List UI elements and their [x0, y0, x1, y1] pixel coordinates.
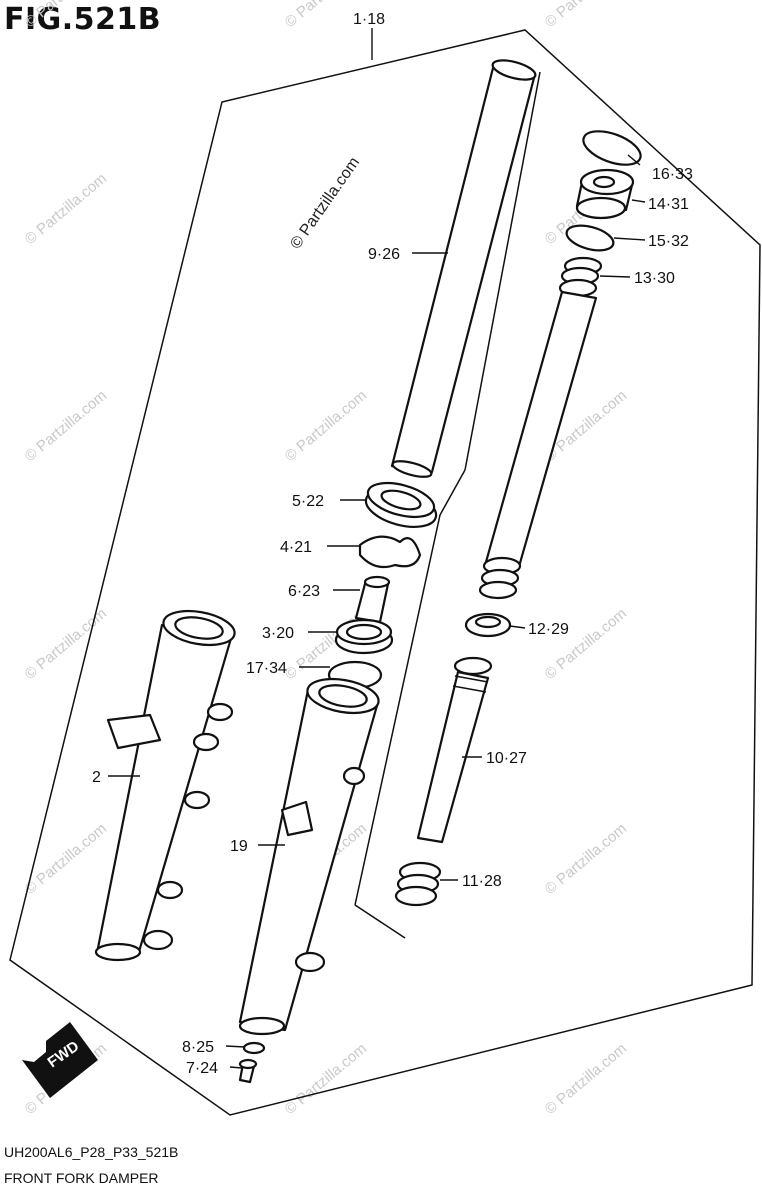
damper-bracket-line-lower: [354, 904, 406, 939]
callout-5-22: 5·22: [292, 493, 324, 510]
watermark-text: © Partzilla.com: [542, 605, 630, 683]
callout-labels: 1·18 16·33 14·31 15·32 13·30 9·26 5·22 4…: [92, 11, 693, 1077]
callout-15-32: 15·32: [648, 233, 689, 250]
part-top-spring[interactable]: [558, 256, 603, 298]
callout-13-30: 13·30: [634, 270, 675, 287]
part-damper-rod[interactable]: [416, 656, 493, 844]
callout-7-24: 7·24: [186, 1060, 218, 1077]
callout-2: 2: [92, 769, 101, 786]
diagram-name: FRONT FORK DAMPER: [4, 1170, 159, 1186]
watermark-text: © Partzilla.com: [542, 0, 630, 31]
watermark-text: © Partzilla.com: [22, 0, 110, 31]
watermark-text: © Partzilla.com: [542, 1040, 630, 1118]
watermark-text: © Partzilla.com: [282, 387, 370, 465]
callout-6-23: 6·23: [288, 583, 320, 600]
part-o-ring[interactable]: [564, 221, 616, 255]
part-bolt[interactable]: [238, 1058, 258, 1084]
part-outer-tube-right[interactable]: [238, 674, 381, 1036]
part-fork-spring-coils[interactable]: [478, 556, 522, 600]
callout-10-27: 10·27: [486, 750, 527, 767]
watermark-text: © Partzilla.com: [22, 387, 110, 465]
part-rebound-spring[interactable]: [394, 861, 442, 907]
watermark-text: © Partzilla.com: [542, 820, 630, 898]
callout-4-21: 4·21: [280, 539, 312, 556]
part-slide-bushing[interactable]: [334, 618, 394, 655]
part-gasket[interactable]: [242, 1041, 266, 1055]
fwd-arrow-icon: FWD: [22, 1022, 98, 1098]
watermark-text: © Partzilla.com: [282, 1040, 370, 1118]
part-bushing[interactable]: [354, 575, 391, 624]
watermark-text: © Partzilla.com: [22, 170, 110, 248]
part-seat-ring[interactable]: [464, 612, 512, 638]
callout-11-28: 11·28: [462, 873, 502, 890]
leader-lines: [108, 28, 646, 1069]
part-oil-seal[interactable]: [362, 477, 440, 534]
callout-1-18: 1·18: [353, 11, 385, 28]
part-cap[interactable]: [575, 168, 635, 220]
callout-14-31: 14·31: [648, 196, 689, 213]
diagram-code: UH200AL6_P28_P33_521B: [4, 1144, 179, 1160]
callout-8-25: 8·25: [182, 1039, 214, 1056]
part-inner-tube[interactable]: [390, 57, 537, 480]
callout-9-26: 9·26: [368, 246, 400, 263]
figure-title: FIG.521B: [4, 2, 162, 37]
part-outer-tube-left[interactable]: [94, 606, 237, 962]
callout-3-20: 3·20: [262, 625, 294, 642]
part-stopper-ring[interactable]: [358, 535, 422, 569]
callout-12-29: 12·29: [528, 621, 569, 638]
watermark-text: © Partzilla.com: [22, 605, 110, 683]
part-snap-ring[interactable]: [579, 125, 645, 172]
assembly-outline: [9, 29, 761, 1116]
watermark-main: © Partzilla.com: [287, 154, 363, 252]
damper-bracket-line: [354, 469, 466, 906]
callout-19: 19: [230, 838, 248, 855]
callout-16-33: 16·33: [652, 166, 693, 183]
inner-tube-outline: [464, 71, 541, 471]
callout-17-34: 17·34: [246, 660, 287, 677]
